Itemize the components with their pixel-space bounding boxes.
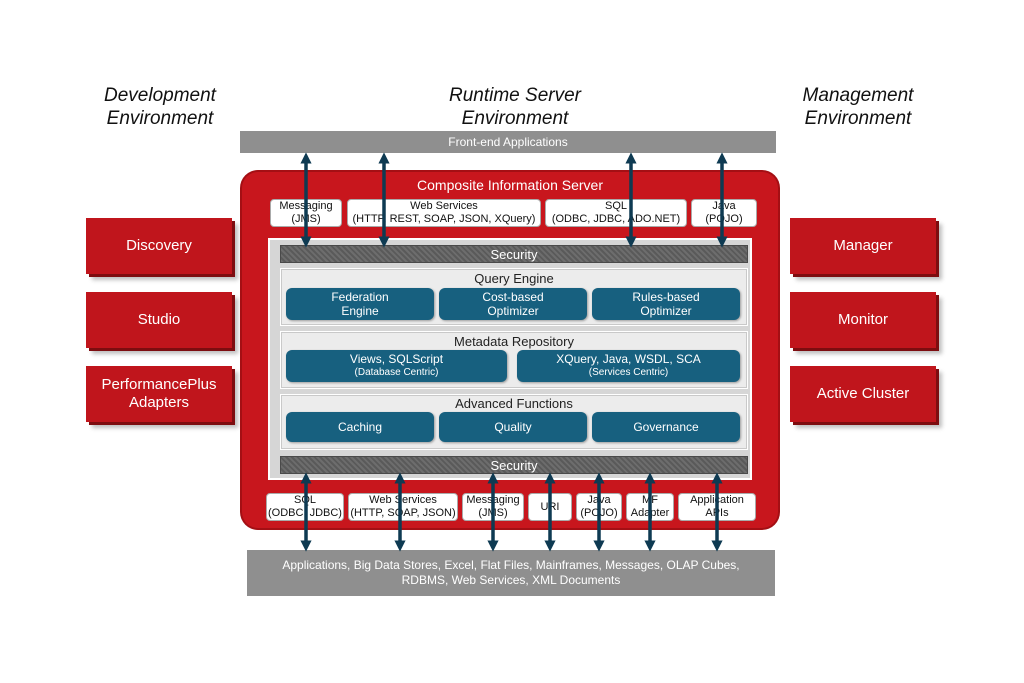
manager-box: Manager bbox=[790, 218, 936, 274]
query-engine-title: Query Engine bbox=[474, 271, 554, 286]
services-centric-sub: (Services Centric) bbox=[588, 367, 669, 378]
caching-block: Caching bbox=[286, 412, 434, 442]
advanced-functions-title: Advanced Functions bbox=[455, 396, 573, 411]
services-centric-block: XQuery, Java, WSDL, SCA (Services Centri… bbox=[517, 350, 740, 382]
studio-box: Studio bbox=[86, 292, 232, 348]
rules-based-optimizer: Rules-based Optimizer bbox=[592, 288, 740, 320]
security-bar-top: Security bbox=[280, 245, 748, 263]
cost-based-optimizer: Cost-based Optimizer bbox=[439, 288, 587, 320]
discovery-box: Discovery bbox=[86, 218, 232, 274]
governance-block: Governance bbox=[592, 412, 740, 442]
security-bar-bottom: Security bbox=[280, 456, 748, 474]
active-cluster-box: Active Cluster bbox=[790, 366, 936, 422]
development-environment-title: Development Environment bbox=[104, 85, 216, 129]
runtime-environment-title: Runtime Server Environment bbox=[449, 85, 581, 129]
backend-sources-bar: Applications, Big Data Stores, Excel, Fl… bbox=[247, 550, 775, 596]
federation-engine: Federation Engine bbox=[286, 288, 434, 320]
top-port-sql: SQL (ODBC, JDBC, ADO.NET) bbox=[545, 199, 687, 227]
frontend-applications-bar: Front-end Applications bbox=[240, 131, 776, 153]
quality-block: Quality bbox=[439, 412, 587, 442]
server-title: Composite Information Server bbox=[417, 177, 603, 193]
monitor-box: Monitor bbox=[790, 292, 936, 348]
database-centric-block: Views, SQLScript (Database Centric) bbox=[286, 350, 507, 382]
services-centric-label: XQuery, Java, WSDL, SCA bbox=[556, 352, 701, 366]
database-centric-label: Views, SQLScript bbox=[349, 352, 444, 366]
metadata-repository-title: Metadata Repository bbox=[454, 334, 574, 349]
management-environment-title: Management Environment bbox=[802, 85, 914, 129]
performanceplus-adapters-box: PerformancePlus Adapters bbox=[86, 366, 232, 422]
database-centric-sub: (Database Centric) bbox=[354, 367, 439, 378]
